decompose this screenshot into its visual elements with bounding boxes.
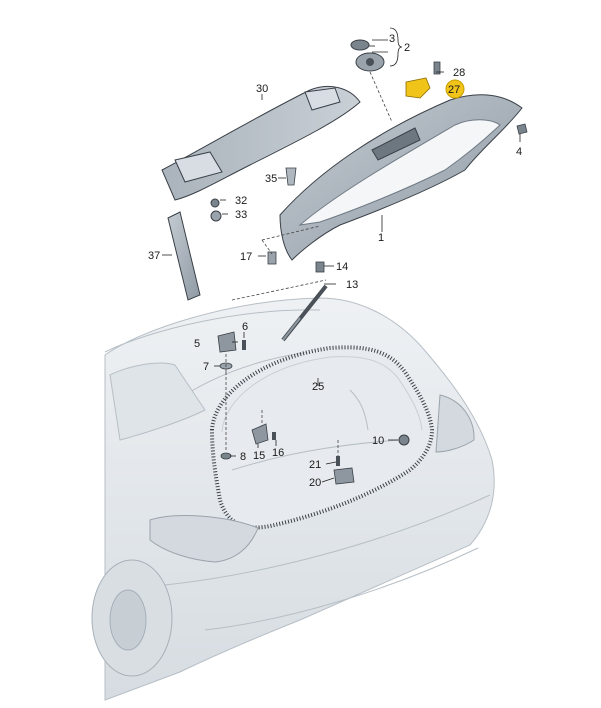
callout-8: 8 bbox=[240, 451, 246, 463]
callout-1: 1 bbox=[378, 232, 384, 244]
callout-33: 33 bbox=[235, 209, 247, 221]
callout-17: 17 bbox=[240, 251, 252, 263]
tailgate-seal bbox=[209, 345, 435, 530]
callout-5: 5 bbox=[194, 338, 200, 350]
highlighted-part-27 bbox=[405, 77, 431, 99]
callout-35: 35 bbox=[265, 173, 277, 185]
callout-21: 21 bbox=[309, 459, 321, 471]
callout-14: 14 bbox=[336, 261, 348, 273]
callout-16: 16 bbox=[272, 447, 284, 459]
car-body bbox=[91, 297, 495, 701]
rear-spoiler bbox=[161, 86, 361, 201]
callout-27: 27 bbox=[448, 84, 460, 96]
small-parts bbox=[210, 39, 528, 485]
callout-20: 20 bbox=[309, 477, 321, 489]
callout-32: 32 bbox=[235, 195, 247, 207]
callout-2: 2 bbox=[404, 42, 410, 54]
leader-lines bbox=[162, 27, 521, 483]
callout-37: 37 bbox=[148, 250, 160, 262]
callout-4: 4 bbox=[516, 146, 522, 158]
callout-13: 13 bbox=[346, 279, 358, 291]
callout-labels: 1 2 3 4 5 6 7 8 10 13 14 15 16 17 20 21 … bbox=[148, 33, 522, 489]
callout-25: 25 bbox=[312, 381, 324, 393]
callout-6: 6 bbox=[242, 321, 248, 333]
callout-3: 3 bbox=[389, 33, 395, 45]
tailgate bbox=[279, 94, 523, 261]
callout-28: 28 bbox=[453, 67, 465, 79]
callout-27-highlight: 27 bbox=[445, 79, 465, 99]
callout-30: 30 bbox=[256, 83, 268, 95]
callout-10: 10 bbox=[372, 435, 384, 447]
callout-7: 7 bbox=[203, 361, 209, 373]
callout-15: 15 bbox=[253, 450, 265, 462]
pillar-trim bbox=[167, 211, 201, 301]
